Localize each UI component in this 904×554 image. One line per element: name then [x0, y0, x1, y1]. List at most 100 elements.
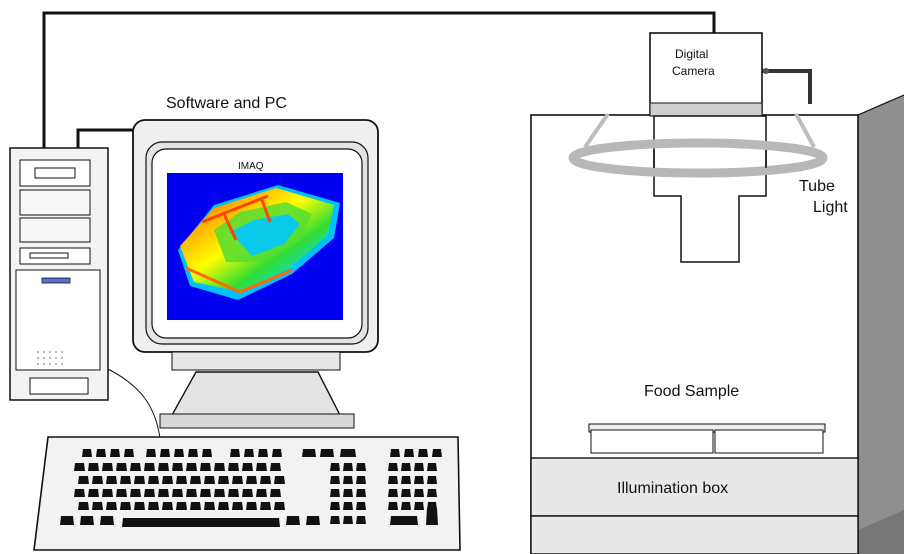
key — [260, 502, 271, 510]
key — [427, 476, 437, 484]
key — [330, 489, 340, 497]
key — [401, 476, 411, 484]
key — [228, 463, 239, 471]
key — [148, 476, 159, 484]
key — [202, 449, 212, 457]
key — [130, 489, 141, 497]
key — [204, 502, 215, 510]
key — [246, 476, 257, 484]
key — [102, 463, 113, 471]
key — [232, 502, 243, 510]
key — [404, 449, 414, 457]
key — [102, 489, 113, 497]
key — [343, 489, 353, 497]
key — [258, 449, 268, 457]
key — [272, 449, 282, 457]
key — [146, 449, 156, 457]
tube-light-icon — [568, 112, 828, 178]
key — [188, 449, 198, 457]
key — [134, 476, 145, 484]
key — [204, 476, 215, 484]
key — [218, 476, 229, 484]
key — [80, 516, 94, 525]
key — [244, 449, 254, 457]
keyboard-cable — [105, 367, 161, 439]
key — [270, 463, 281, 471]
key — [356, 516, 366, 524]
key — [92, 502, 103, 510]
key — [82, 449, 92, 457]
illumination-box-label: Illumination box — [617, 480, 728, 497]
key — [390, 449, 400, 457]
key — [124, 449, 134, 457]
key — [401, 502, 411, 510]
key — [414, 476, 424, 484]
key — [230, 449, 240, 457]
crt-monitor-icon — [132, 119, 379, 429]
key — [242, 489, 253, 497]
key — [148, 502, 159, 510]
key — [174, 449, 184, 457]
tube-light-label-line1: Tube — [799, 178, 835, 195]
key — [106, 476, 117, 484]
key — [343, 476, 353, 484]
key — [414, 502, 424, 510]
key — [232, 476, 243, 484]
illumination-box-icon — [530, 32, 904, 554]
key — [302, 449, 316, 457]
key — [144, 489, 155, 497]
key — [427, 489, 437, 497]
key — [270, 489, 281, 497]
keyboard-icon — [33, 436, 461, 551]
key — [306, 516, 320, 525]
key — [100, 516, 114, 525]
key — [356, 502, 366, 510]
key — [330, 463, 340, 471]
key — [274, 502, 285, 510]
key — [242, 463, 253, 471]
key — [274, 476, 285, 484]
key — [120, 502, 131, 510]
key — [176, 502, 187, 510]
key — [401, 489, 411, 497]
key — [343, 463, 353, 471]
cables — [42, 11, 812, 148]
key — [414, 489, 424, 497]
key — [414, 463, 424, 471]
key — [160, 449, 170, 457]
key — [116, 489, 127, 497]
camera-to-pc-cable — [42, 11, 716, 148]
key — [286, 516, 300, 525]
key — [92, 476, 103, 484]
key — [256, 489, 267, 497]
key — [330, 516, 340, 524]
key — [401, 463, 411, 471]
software-and-pc-label: Software and PC — [166, 95, 287, 112]
3d-surface-plot-image — [178, 185, 340, 300]
key — [78, 476, 89, 484]
key — [172, 463, 183, 471]
key — [388, 502, 398, 510]
computer-tower-icon — [9, 147, 109, 401]
key — [60, 516, 74, 525]
digital-camera-icon — [649, 32, 769, 263]
key — [88, 463, 99, 471]
key — [88, 489, 99, 497]
key — [176, 476, 187, 484]
key — [432, 449, 442, 457]
key — [158, 463, 169, 471]
key — [186, 489, 197, 497]
key — [122, 518, 280, 527]
key — [162, 476, 173, 484]
key — [388, 476, 398, 484]
key — [120, 476, 131, 484]
key — [343, 516, 353, 524]
key — [418, 449, 428, 457]
key — [190, 476, 201, 484]
key — [158, 489, 169, 497]
key — [218, 502, 229, 510]
key — [144, 463, 155, 471]
key — [78, 502, 89, 510]
key — [388, 489, 398, 497]
key — [426, 508, 438, 525]
